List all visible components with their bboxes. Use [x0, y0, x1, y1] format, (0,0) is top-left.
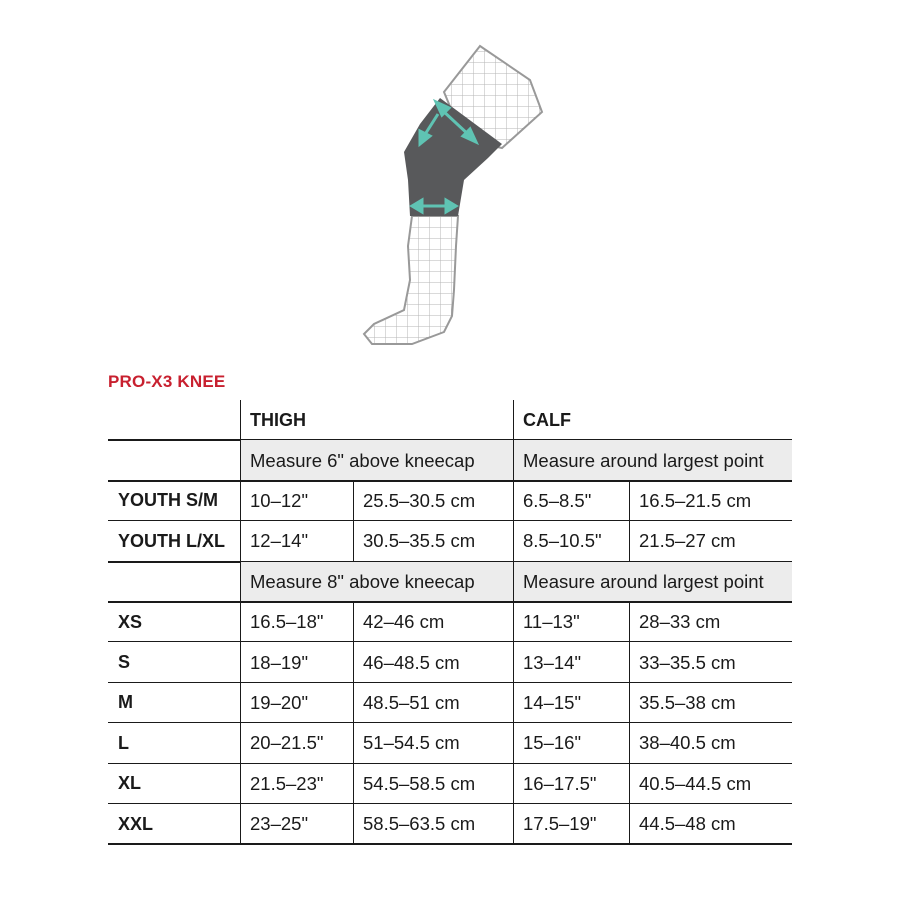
- size-label: XS: [118, 611, 143, 632]
- product-title: PRO-X3 KNEE: [108, 372, 226, 391]
- knee-sleeve-illustration: [362, 44, 544, 345]
- table-row: S 18–19" 46–48.5 cm 13–14" 33–35.5 cm: [108, 642, 792, 683]
- calf-inches: 16–17.5": [523, 772, 597, 794]
- table-row: XL 21.5–23" 54.5–58.5 cm 16–17.5" 40.5–4…: [108, 763, 792, 804]
- thigh-cm: 30.5–35.5 cm: [363, 530, 476, 552]
- calf-cm: 40.5–44.5 cm: [639, 772, 752, 794]
- size-label: YOUTH S/M: [118, 490, 219, 511]
- thigh-cm: 25.5–30.5 cm: [363, 489, 476, 511]
- calf-measure-arrow: [409, 197, 459, 215]
- calf-cm: 28–33 cm: [639, 611, 721, 633]
- table-row: YOUTH S/M 10–12" 25.5–30.5 cm 6.5–8.5" 1…: [108, 480, 792, 522]
- header-row: THIGH CALF: [108, 400, 792, 442]
- youth-note-row: Measure 6" above kneecap Measure around …: [108, 440, 792, 482]
- thigh-inches: 18–19": [250, 651, 309, 673]
- calf-inches: 17.5–19": [523, 813, 597, 835]
- size-label: S: [118, 652, 131, 673]
- thigh-inches: 19–20": [250, 691, 309, 713]
- thigh-inches: 16.5–18": [250, 611, 324, 633]
- thigh-cm: 46–48.5 cm: [363, 651, 460, 673]
- size-label: M: [118, 692, 133, 713]
- calf-inches: 15–16": [523, 732, 582, 754]
- thigh-measure-arrow: [418, 98, 480, 148]
- calf-inches: 13–14": [523, 651, 582, 673]
- size-header: [108, 400, 240, 440]
- thigh-inches: 10–12": [250, 489, 309, 511]
- thigh-inches: 20–21.5": [250, 732, 324, 754]
- thigh-cm: 48.5–51 cm: [363, 691, 460, 713]
- thigh-cm: 51–54.5 cm: [363, 732, 460, 754]
- calf-wireframe: [362, 215, 460, 345]
- calf-inches: 8.5–10.5": [523, 530, 602, 552]
- thigh-inches: 23–25": [250, 813, 309, 835]
- calf-header: CALF: [523, 409, 571, 430]
- size-label: L: [118, 732, 129, 753]
- calf-inches: 11–13": [523, 611, 580, 633]
- thigh-cm: 54.5–58.5 cm: [363, 772, 476, 794]
- thigh-header: THIGH: [250, 409, 306, 430]
- table-row: YOUTH L/XL 12–14" 30.5–35.5 cm 8.5–10.5"…: [108, 521, 792, 563]
- size-chart-table: THIGH CALF Measure 6" above kneecap Meas…: [108, 400, 792, 846]
- size-label: XXL: [118, 813, 154, 834]
- thigh-cm: 58.5–63.5 cm: [363, 813, 476, 835]
- size-label: YOUTH L/XL: [118, 530, 225, 551]
- size-label: XL: [118, 773, 142, 794]
- youth-thigh-note: Measure 6" above kneecap: [240, 440, 513, 481]
- adult-calf-note: Measure around largest point: [513, 561, 792, 602]
- calf-cm: 38–40.5 cm: [639, 732, 736, 754]
- calf-cm: 21.5–27 cm: [639, 530, 736, 552]
- table-row: XXL 23–25" 58.5–63.5 cm 17.5–19" 44.5–48…: [108, 803, 792, 846]
- adult-thigh-note: Measure 8" above kneecap: [240, 561, 513, 602]
- calf-inches: 14–15": [523, 691, 582, 713]
- calf-cm: 33–35.5 cm: [639, 651, 736, 673]
- calf-cm: 16.5–21.5 cm: [639, 489, 752, 511]
- table-row: XS 16.5–18" 42–46 cm 11–13" 28–33 cm: [108, 601, 792, 643]
- adult-note-row: Measure 8" above kneecap Measure around …: [108, 561, 792, 603]
- table-row: M 19–20" 48.5–51 cm 14–15" 35.5–38 cm: [108, 682, 792, 724]
- youth-calf-note: Measure around largest point: [513, 440, 792, 481]
- calf-cm: 44.5–48 cm: [639, 813, 736, 835]
- table-row: L 20–21.5" 51–54.5 cm 15–16" 38–40.5 cm: [108, 723, 792, 764]
- calf-cm: 35.5–38 cm: [639, 691, 736, 713]
- thigh-inches: 12–14": [250, 530, 309, 552]
- thigh-cm: 42–46 cm: [363, 611, 445, 633]
- thigh-inches: 21.5–23": [250, 772, 324, 794]
- calf-inches: 6.5–8.5": [523, 489, 592, 511]
